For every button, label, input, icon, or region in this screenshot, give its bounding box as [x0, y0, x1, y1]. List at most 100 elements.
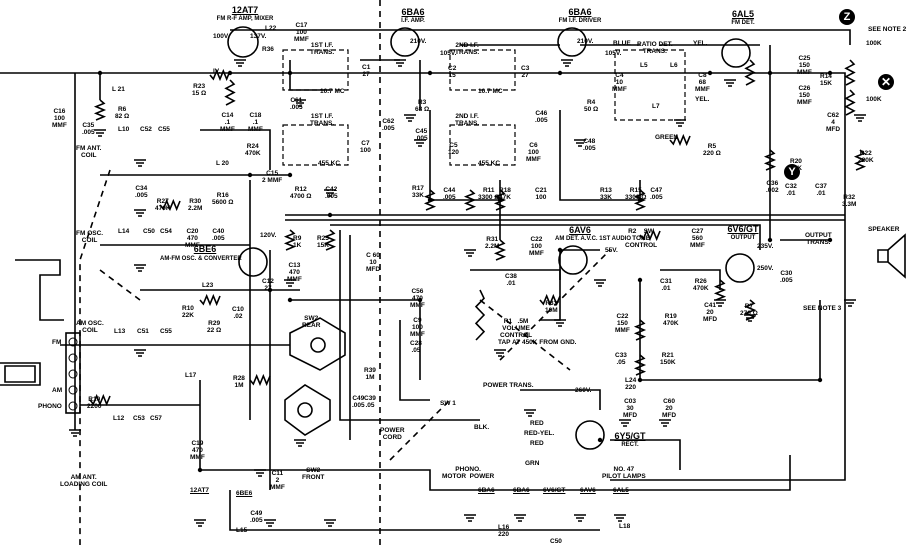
- label-if2b-freq: 455 KC: [478, 160, 501, 167]
- resistor-icon: [633, 189, 647, 211]
- label-see-note-2: SEE NOTE 2: [868, 26, 907, 33]
- label-C46: C46 .005: [535, 110, 548, 124]
- wire-color-grn: GRN: [525, 460, 540, 467]
- label-speaker: SPEAKER: [868, 226, 900, 233]
- voltage-v2-screen: 105V.: [440, 50, 457, 57]
- tube-6be6-label: 6BE6: [193, 244, 217, 254]
- resistor-icon: [743, 299, 757, 321]
- label-sw2-rear: SW2 REAR: [302, 315, 321, 329]
- label-R23: R23 15 Ω: [192, 83, 207, 97]
- label-L5: L5: [640, 62, 648, 69]
- ground-icon: [264, 519, 276, 527]
- label-R-100k-b: 100K: [866, 96, 882, 103]
- ground-icon: [294, 439, 306, 447]
- tube-6av6-function: AM DET. A.V.C. 1ST AUDIO: [555, 236, 632, 242]
- voltage-v1-grid: IV.: [213, 68, 221, 75]
- label-C35: C35 .005: [82, 122, 95, 136]
- label-R11: R11 3300 Ω: [478, 187, 500, 201]
- label-R3: R3 68 Ω: [415, 99, 430, 113]
- label-R9: R9 1K: [293, 235, 302, 249]
- ground-icon: [234, 59, 246, 67]
- label-C52: C52: [140, 126, 152, 133]
- tube-6y5gt-label: 6Y5/GT: [614, 431, 646, 441]
- ground-symbols: [69, 59, 866, 527]
- resistor-icon: [633, 354, 647, 376]
- label-L20: L 20: [216, 160, 229, 167]
- label-C9: C9 100 MMF: [410, 317, 425, 338]
- label-C51: C51: [137, 328, 149, 335]
- voltage-v6-plate: 55V.: [605, 247, 618, 254]
- label-2nd-if-trans: 2ND I.F. TRANS.: [455, 42, 480, 56]
- junction-dot: [327, 212, 333, 218]
- resistor-icon: [199, 293, 221, 307]
- ground-icon: [69, 429, 81, 437]
- label-C5: C5 120: [448, 142, 459, 156]
- ground-icon: [674, 119, 686, 127]
- ground-icon: [574, 139, 586, 147]
- junction-dot: [827, 237, 833, 243]
- resistor-icon: [224, 79, 236, 106]
- resistor-icon: [283, 229, 297, 251]
- junction-dot: [247, 172, 253, 178]
- tube-12at7-function: FM R-F AMP, MIXER: [216, 16, 274, 22]
- resistor-icon: [713, 279, 727, 301]
- label-C15: C15 2 MMF: [262, 170, 283, 184]
- junction-dots: [97, 70, 833, 473]
- label-C62-4mfd: C62 4 MFD: [826, 112, 841, 133]
- wire-color-green: GREEN: [655, 134, 679, 141]
- label-R10: R10 22K: [182, 305, 194, 319]
- label-SW1: SW 1: [440, 400, 456, 407]
- label-R22: R22 220K: [858, 150, 874, 164]
- speaker-symbol: [877, 233, 906, 279]
- junction-dot: [557, 70, 563, 76]
- label-R33: R33 10M: [545, 300, 558, 314]
- terminal-am-label: AM: [52, 387, 63, 394]
- junction-dot: [287, 70, 293, 76]
- label-C41: C41 20 MFD: [703, 302, 718, 323]
- label-C14: C14 .1 MMF: [220, 112, 235, 133]
- label-L17: L17: [185, 372, 197, 379]
- tube-6v6gt-label: 6V6/GT: [727, 224, 759, 234]
- label-C17: C17 100 MMF: [294, 22, 309, 43]
- label-L6: L6: [670, 62, 678, 69]
- label-R16: R16 5600 Ω: [212, 192, 234, 206]
- resistor-icon: [493, 189, 507, 211]
- label-L23: L23: [202, 282, 214, 289]
- voltage-v2-plate: 210V.: [410, 38, 427, 45]
- junction-dot: [557, 247, 563, 253]
- label-C50-bottom: C50: [550, 538, 562, 545]
- label-C12: C12 27: [262, 278, 274, 292]
- tube-6be6-function: AM-FM OSC. & CONVERTER: [160, 256, 242, 262]
- ground-icon: [619, 419, 631, 427]
- heater-6ba6-a: 6BA6: [478, 487, 495, 494]
- ground-icon: [561, 59, 573, 67]
- label-C62: C62 .005: [382, 118, 395, 132]
- label-C22: C22 100 MMF: [529, 236, 544, 257]
- label-R27: R27 470K: [155, 198, 171, 212]
- label-L22: L22: [265, 25, 277, 32]
- label-R13: R13 33K: [600, 187, 612, 201]
- label-output-trans: OUTPUT TRANS.: [805, 232, 832, 246]
- junction-dot: [817, 377, 823, 383]
- label-L14: L14: [118, 228, 130, 235]
- label-if2-freq: 10.7 MC: [478, 88, 503, 95]
- junction-dot: [287, 172, 293, 178]
- test-point-x-marker: ✕: [878, 74, 894, 90]
- label-if1-freq: 10.7 MC: [320, 88, 345, 95]
- heater-6av6: 6AV6: [580, 487, 596, 494]
- terminal-phono-label: PHONO: [38, 403, 62, 410]
- tube-6ba6-driver-label: 6BA6: [568, 7, 592, 17]
- label-if1b-freq: 455 KC: [318, 160, 341, 167]
- label-pilot-lamps: NO. 47 PILOT LAMPS: [602, 466, 646, 480]
- wire-color-blue: BLUE: [613, 40, 631, 47]
- label-R25: R25 15K: [317, 235, 329, 249]
- junction-dot: [287, 297, 293, 303]
- label-L12: L12: [113, 415, 125, 422]
- ground-icon: [294, 99, 306, 107]
- label-C54: C54: [160, 228, 172, 235]
- tube-6y5gt-function: RECT.: [621, 442, 639, 448]
- label-C48: C48 .005: [583, 138, 596, 152]
- junction-dot: [767, 237, 773, 243]
- label-1st-if-trans: 1ST I.F. TRANS.: [310, 42, 335, 56]
- label-R14: R14 15K: [820, 73, 832, 87]
